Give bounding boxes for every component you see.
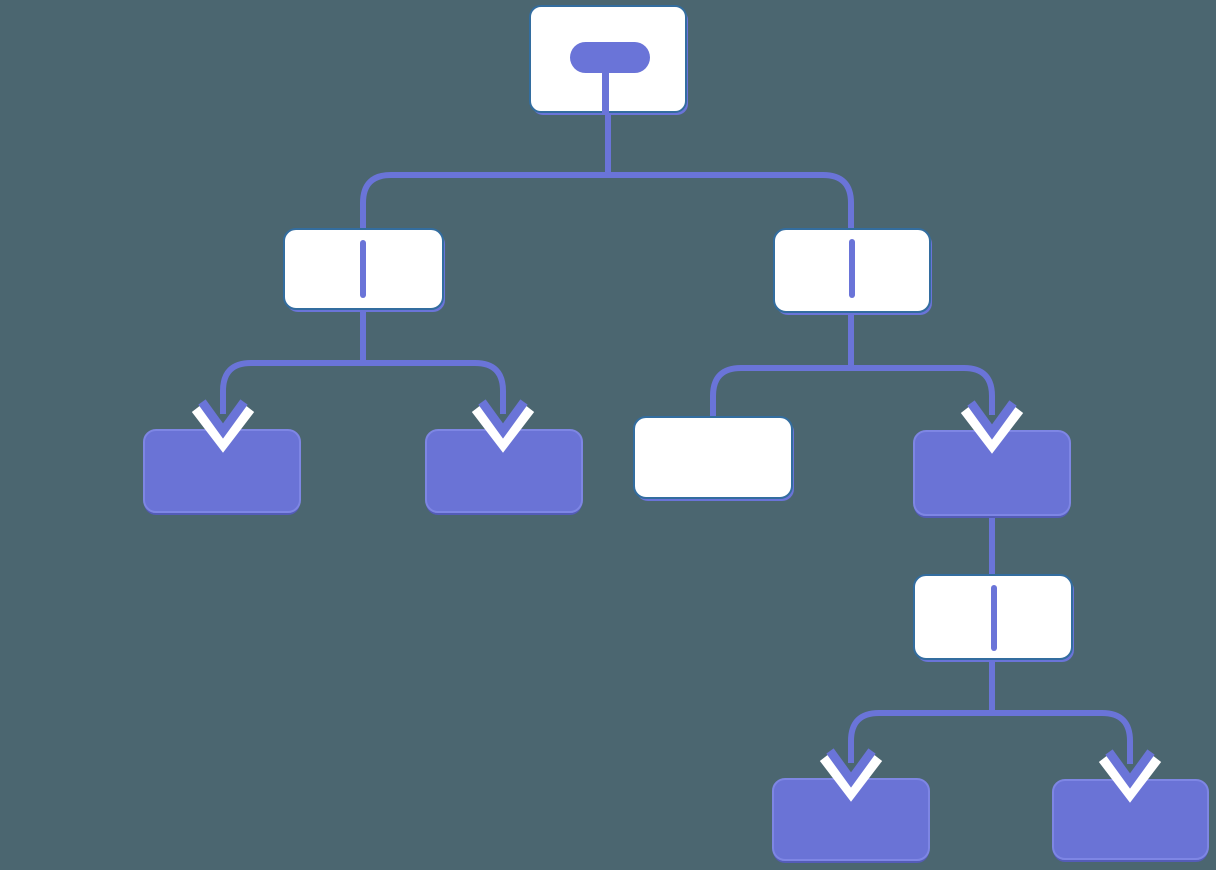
node-root[interactable] (529, 5, 687, 113)
node-leaf-3[interactable] (772, 778, 930, 861)
pill-icon (570, 42, 650, 73)
node-branch-bottom[interactable] (913, 574, 1073, 660)
node-leaf-4[interactable] (1052, 779, 1209, 860)
pill-stem-icon (602, 71, 609, 113)
node-branch-left[interactable] (283, 228, 444, 310)
edge-branch-bottom-rail (848, 710, 1133, 764)
node-branch-right[interactable] (773, 228, 931, 313)
node-child-purple[interactable] (913, 430, 1071, 516)
node-child-plain[interactable] (633, 416, 793, 499)
edge-branch-right-rail (710, 365, 995, 417)
node-leaf-2[interactable] (425, 429, 583, 513)
cursor-bar-icon (991, 585, 997, 651)
cursor-bar-icon (849, 239, 855, 298)
edge-root-to-branches (360, 172, 854, 230)
node-leaf-1[interactable] (143, 429, 301, 513)
edge-branch-left-rail (220, 360, 506, 414)
cursor-bar-icon (360, 240, 366, 298)
